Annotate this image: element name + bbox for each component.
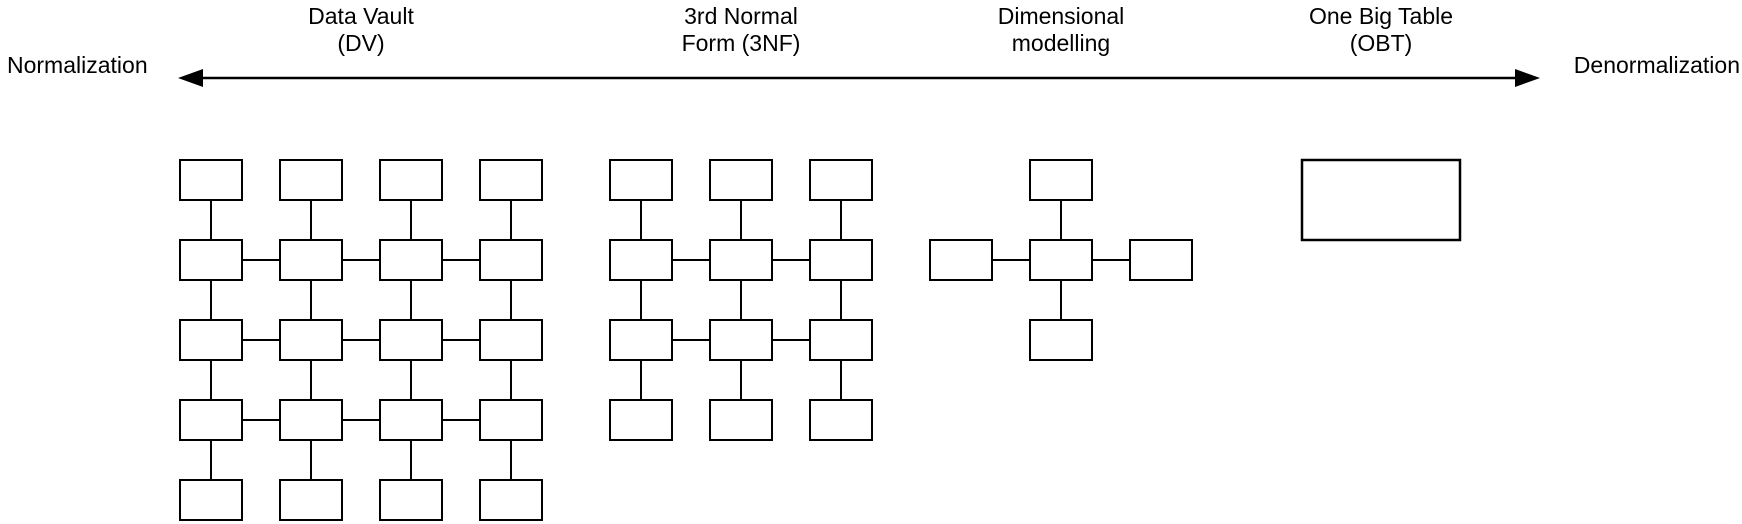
approach-label-line1: One Big Table xyxy=(1308,3,1454,29)
approach-label-line2: (OBT) xyxy=(1349,30,1413,56)
data-vault-schema-table-box xyxy=(279,159,343,201)
approach-label-data-vault: Data Vault (DV) xyxy=(308,3,414,57)
approach-label-line2: (DV) xyxy=(337,30,385,56)
third-normal-form-schema-table-box xyxy=(709,319,773,361)
dimensional-star-schema-table-box xyxy=(1129,239,1193,281)
dimensional-star-schema-table-box xyxy=(1029,319,1093,361)
dimensional-star-schema-table-box xyxy=(1029,159,1093,201)
denormalization-label: Denormalization xyxy=(1573,52,1740,78)
third-normal-form-schema-table-box xyxy=(809,319,873,361)
data-vault-schema-table-box xyxy=(279,399,343,441)
dimensional-star-schema-table-box xyxy=(1029,239,1093,281)
third-normal-form-schema-table-box xyxy=(609,319,673,361)
approach-label-dimensional: Dimensional modelling xyxy=(998,3,1125,57)
data-vault-schema-table-box xyxy=(379,479,443,521)
data-vault-schema-table-box xyxy=(179,159,243,201)
third-normal-form-schema-table-box xyxy=(709,239,773,281)
approach-label-line1: 3rd Normal xyxy=(684,3,798,29)
data-vault-schema-table-box xyxy=(279,479,343,521)
dimensional-star-schema-table-box xyxy=(929,239,993,281)
data-vault-schema-table-box xyxy=(379,159,443,201)
third-normal-form-schema-table-box xyxy=(609,239,673,281)
data-vault-schema-table-box xyxy=(179,479,243,521)
data-vault-schema-table-box xyxy=(179,239,243,281)
third-normal-form-schema-table-box xyxy=(809,399,873,441)
third-normal-form-schema-table-box xyxy=(709,159,773,201)
arrowhead-left-icon xyxy=(178,69,203,87)
approach-label-3nf: 3rd Normal Form (3NF) xyxy=(682,3,801,57)
data-vault-schema-table-box xyxy=(179,319,243,361)
data-vault-schema-table-box xyxy=(479,319,543,361)
data-vault-schema-table-box xyxy=(279,319,343,361)
data-vault-schema-table-box xyxy=(379,239,443,281)
data-vault-schema-table-box xyxy=(379,399,443,441)
third-normal-form-schema-table-box xyxy=(709,399,773,441)
data-vault-schema-table-box xyxy=(379,319,443,361)
approach-label-line1: Dimensional xyxy=(997,3,1125,29)
approach-label-line1: Data Vault xyxy=(308,3,414,29)
data-vault-schema-table-box xyxy=(479,159,543,201)
approach-label-line2: Form (3NF) xyxy=(681,30,801,56)
third-normal-form-schema-table-box xyxy=(809,239,873,281)
third-normal-form-schema-table-box xyxy=(609,159,673,201)
data-vault-schema-table-box xyxy=(279,239,343,281)
data-vault-schema-table-box xyxy=(479,399,543,441)
normalization-label: Normalization xyxy=(7,52,148,78)
approach-label-line2: modelling xyxy=(1011,30,1111,56)
third-normal-form-schema-table-box xyxy=(809,159,873,201)
approach-label-obt: One Big Table (OBT) xyxy=(1309,3,1453,57)
data-vault-schema-table-box xyxy=(179,399,243,441)
data-vault-schema-table-box xyxy=(479,239,543,281)
data-vault-schema-table-box xyxy=(479,479,543,521)
one-big-table-schema-table-box xyxy=(1300,158,1462,242)
arrowhead-right-icon xyxy=(1515,69,1540,87)
third-normal-form-schema-table-box xyxy=(609,399,673,441)
